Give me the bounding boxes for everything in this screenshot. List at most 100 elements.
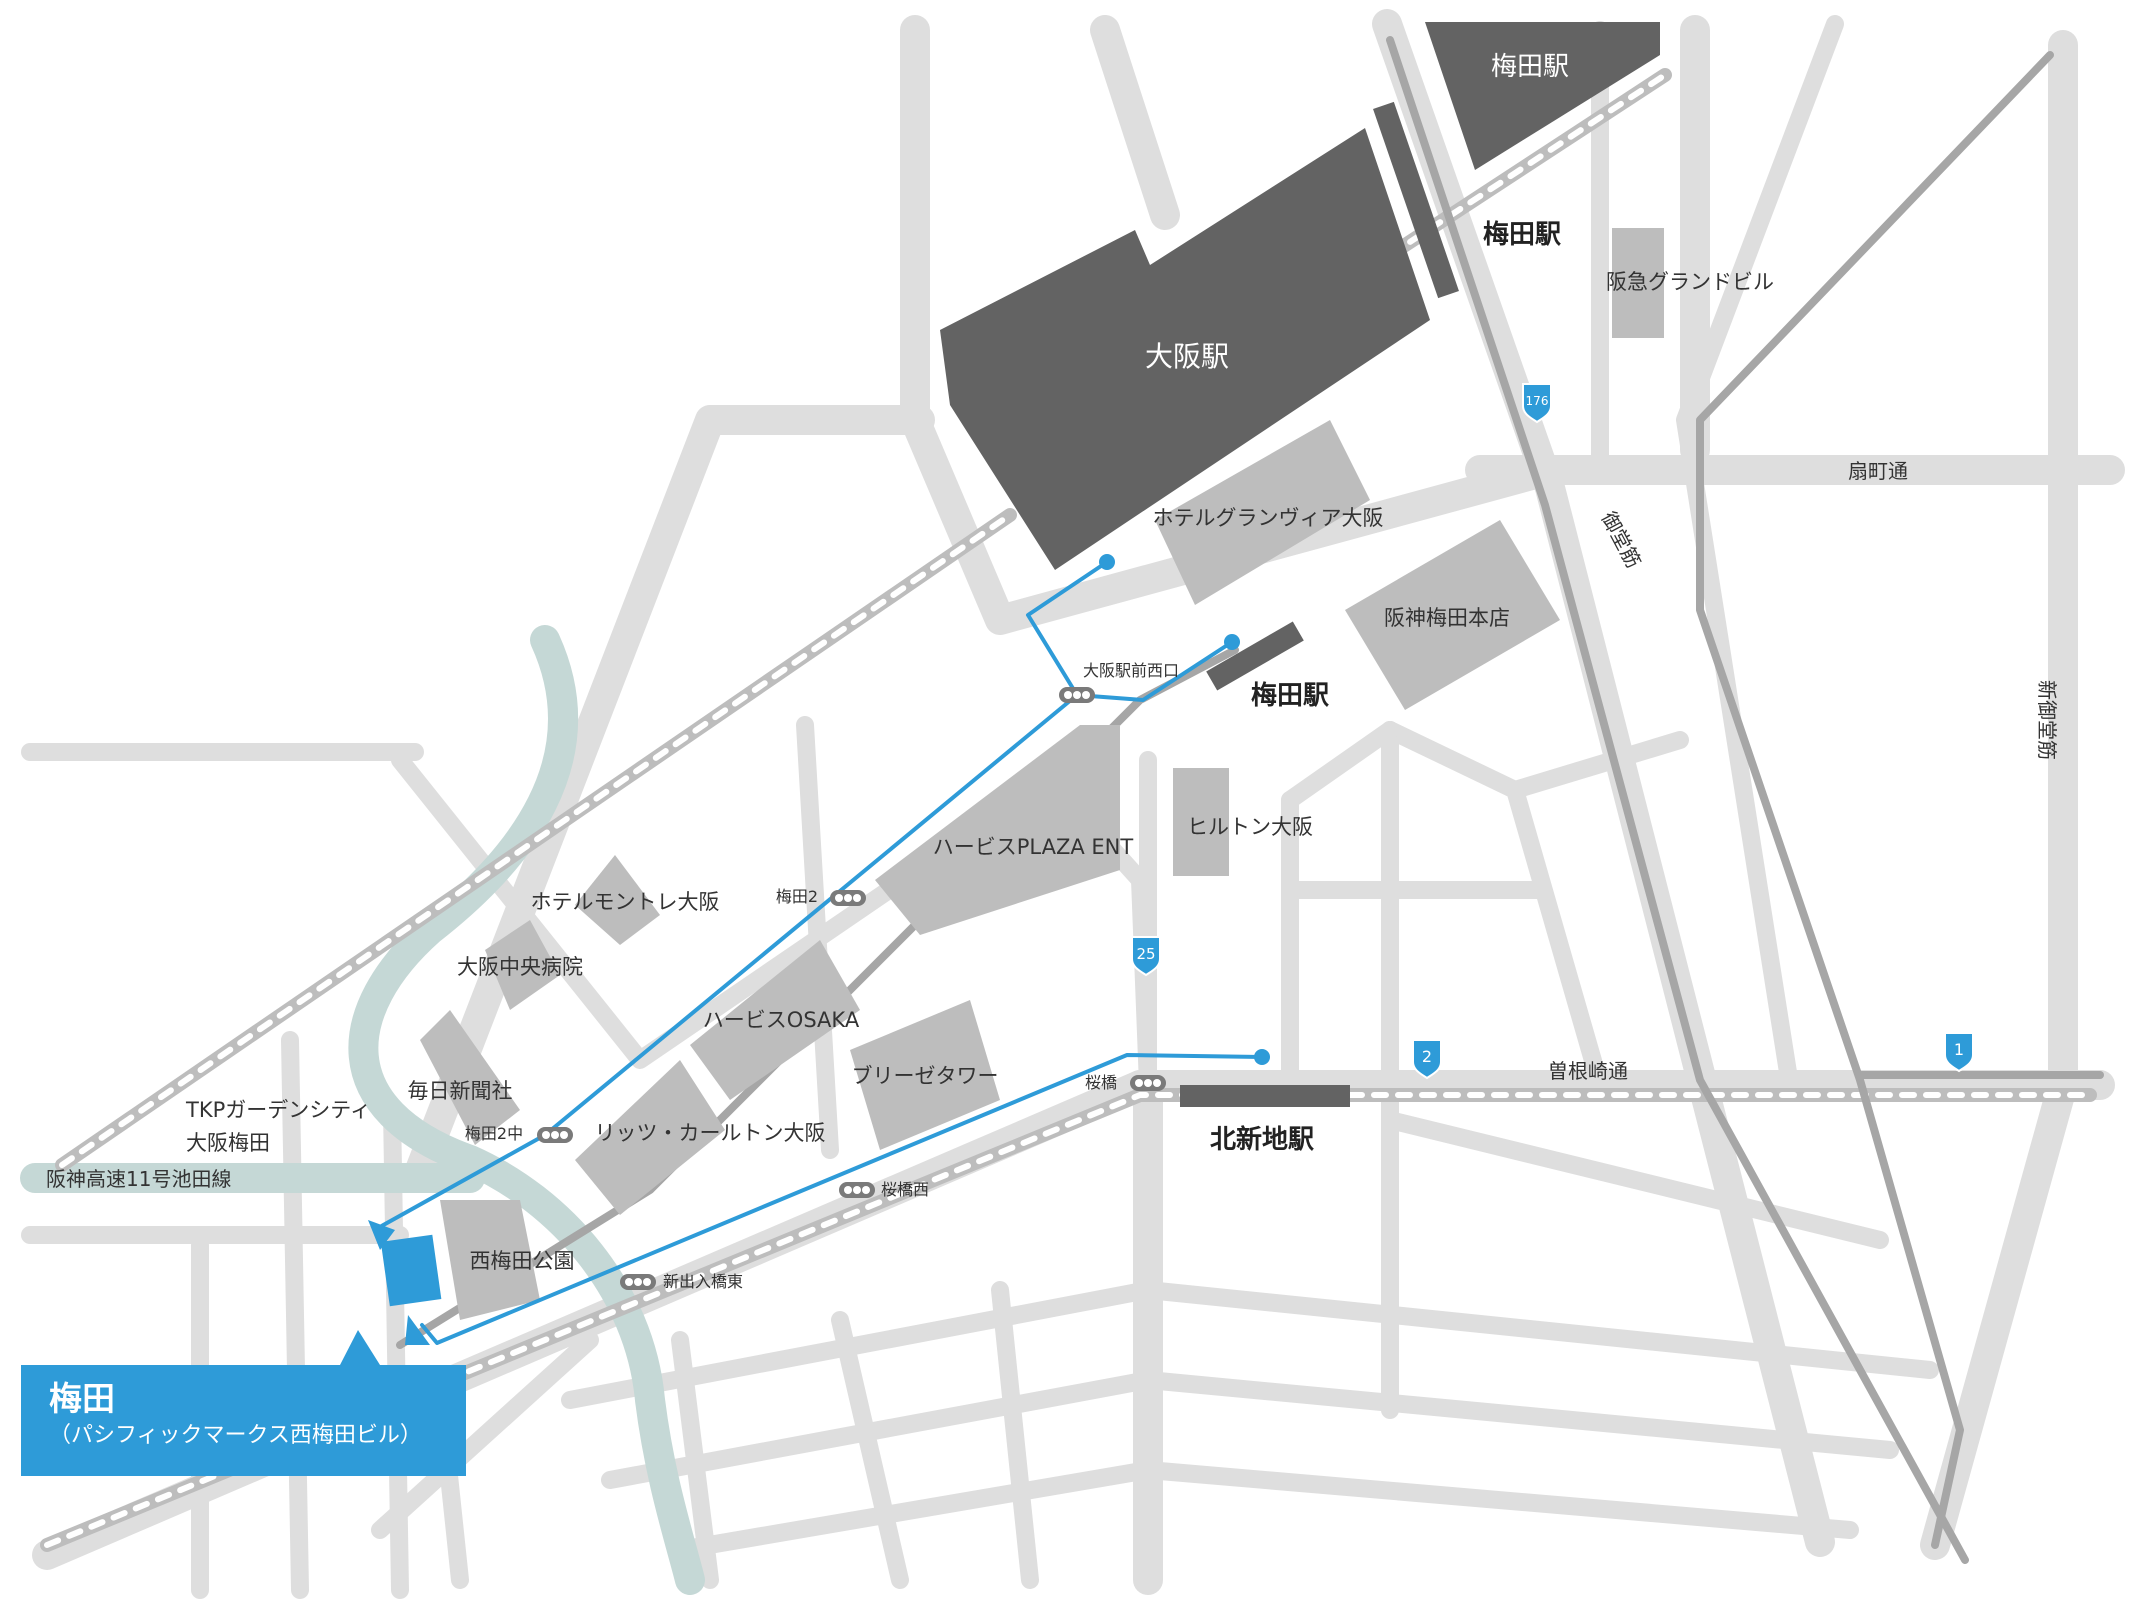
jr-line: [59, 512, 1013, 1168]
road-shinmidosuji: [1920, 30, 2078, 1560]
label-umeda-station-mid: 梅田駅: [1483, 219, 1561, 250]
label-monterey: ホテルモントレ大阪: [531, 890, 720, 914]
crossing-umeda2: 梅田2: [776, 887, 818, 906]
traffic-light-icons: [537, 687, 1166, 1290]
road-north-b: [1090, 15, 1180, 230]
label-sonezaki: 曽根崎通: [1548, 1059, 1628, 1083]
route-arrow-2: [405, 1315, 430, 1345]
road-inner-3: [796, 716, 839, 1159]
label-hilton: ヒルトン大阪: [1187, 815, 1313, 839]
road-south-8: [671, 1461, 1157, 1559]
bldg-granvia: [1155, 420, 1370, 605]
label-tkp-1: TKPガーデンシティ: [185, 1098, 371, 1122]
crossing-umeda2chu: 梅田2中: [465, 1124, 523, 1143]
route-kitashinchi: [420, 1053, 1264, 1345]
crossing-sakurabashi-nishi: 桜橋西: [881, 1180, 929, 1199]
road-kyogyo: [1372, 9, 1835, 1557]
station-osaka-block: [940, 128, 1430, 570]
traffic-light-icon: [1130, 1075, 1166, 1091]
route-shield-icon: 25: [1131, 936, 1161, 977]
label-breeze: ブリーゼタワー: [852, 1064, 999, 1088]
label-hanshin-store: 阪神梅田本店: [1384, 606, 1510, 630]
label-herbis-ent: ハービスPLAZA ENT: [933, 835, 1134, 859]
bldg-herbis-osaka: [690, 940, 860, 1100]
route-shield-icon: 2: [1412, 1039, 1442, 1080]
road-south-10: [831, 1311, 909, 1589]
station-umeda-top-block: [1425, 22, 1660, 170]
road-south-5: [1381, 1111, 1889, 1249]
label-ogimachi: 扇町通: [1848, 459, 1908, 483]
road-west-4: [281, 1031, 309, 1599]
route-marker-25: 25: [1136, 945, 1155, 963]
route-start-hanshin: [1224, 634, 1240, 650]
crossing-shindeiribashi-higashi: 新出入橋東: [663, 1272, 743, 1291]
label-herbis-osaka: ハービスOSAKA: [703, 1008, 860, 1032]
midosuji-subway: [1386, 36, 1969, 1564]
station-umeda-mid-platform: [1373, 101, 1459, 299]
road-south-6: [561, 1281, 1157, 1409]
traffic-light-icon: [537, 1127, 573, 1143]
label-hankyu-grand: 阪急グランドビル: [1606, 270, 1774, 294]
bldg-hankyu-grand: [1612, 228, 1664, 338]
route-hanshin: [1075, 640, 1234, 702]
destination-building[interactable]: [380, 1234, 442, 1307]
label-chuo-hospital: 大阪中央病院: [457, 955, 583, 979]
road-inner-8: [1381, 721, 1609, 1094]
label-mainichi: 毎日新聞社: [408, 1079, 513, 1103]
bldg-monterey: [575, 855, 660, 945]
route-arrow-1: [368, 1220, 395, 1250]
tanimachi-subway: [1696, 51, 2054, 1549]
bldg-chuo-hospital: [485, 920, 560, 1010]
traffic-light-icon: [830, 890, 866, 906]
bldg-breeze: [850, 1000, 1000, 1150]
label-shinmidosuji: 新御堂筋: [2035, 680, 2059, 760]
label-tkp-2: 大阪梅田: [186, 1131, 270, 1155]
traffic-light-icon: [620, 1274, 656, 1290]
label-granvia: ホテルグランヴィア大阪: [1153, 506, 1384, 530]
expressway: [20, 625, 705, 1595]
station-kitashinchi-platform: [1180, 1085, 1350, 1107]
route-shield-icon: 1: [1944, 1032, 1974, 1073]
crossing-osaka-mae-nishi: 大阪駅前西口: [1083, 661, 1179, 680]
bldg-herbis-ent: [875, 725, 1120, 935]
road-south-9: [671, 1331, 719, 1589]
route-marker-2: 2: [1422, 1047, 1432, 1066]
bldg-mainichi: [420, 1010, 520, 1145]
bldg-ritz: [575, 1060, 725, 1215]
crossing-labels: 大阪駅前西口 梅田2 梅田2中 桜橋 桜橋西 新出入橋東: [465, 661, 1179, 1291]
station-umeda-hanshin-platform: [1206, 621, 1304, 691]
road-osaka-front: [900, 405, 1565, 635]
callout-subtitle: （パシフィックマークス西梅田ビル）: [49, 1423, 422, 1448]
route-endpoints: [368, 554, 1270, 1345]
road-south-12: [371, 1331, 599, 1539]
label-nishiumeda-park: 西梅田公園: [470, 1249, 575, 1273]
callout-title: 梅田: [49, 1379, 115, 1418]
route-marker-1: 1: [1954, 1040, 1964, 1059]
label-umeda-station-hanshin: 梅田駅: [1251, 680, 1329, 711]
route-shield-icon: 176: [1522, 383, 1552, 424]
label-midosuji: 御堂筋: [1597, 508, 1646, 572]
road-south-2: [1139, 1281, 1939, 1379]
bldg-hanshin-store: [1345, 520, 1560, 710]
road-south-11: [991, 1281, 1039, 1589]
label-kitashinchi-station: 北新地駅: [1210, 1124, 1314, 1155]
traffic-light-icon: [1059, 687, 1095, 703]
buildings: [420, 228, 1664, 1320]
station-labels: 梅田駅 梅田駅 大阪駅 梅田駅 北新地駅: [1145, 52, 1569, 1155]
destination-callout[interactable]: 梅田 （パシフィックマークス西梅田ビル）: [21, 1365, 466, 1476]
road-diag-north: [405, 405, 935, 1185]
route-marker-176: 176: [1526, 394, 1549, 408]
traffic-light-icon: [839, 1182, 875, 1198]
expressway-river: [348, 625, 705, 1595]
route-start-osaka: [1099, 554, 1115, 570]
label-ritz: リッツ・カールトン大阪: [595, 1121, 826, 1145]
road-inner-10: [1506, 731, 1689, 799]
road-north-e: [1676, 15, 1844, 1094]
road-south-3: [1139, 1371, 1899, 1459]
route-shields: 176 25 1 2: [1131, 383, 1974, 1080]
road-inner-9: [1281, 721, 1399, 809]
bldg-nishiumeda-left: [440, 1200, 540, 1320]
label-umeda-station-top: 梅田駅: [1491, 52, 1569, 82]
bldg-hilton: [1173, 768, 1229, 876]
